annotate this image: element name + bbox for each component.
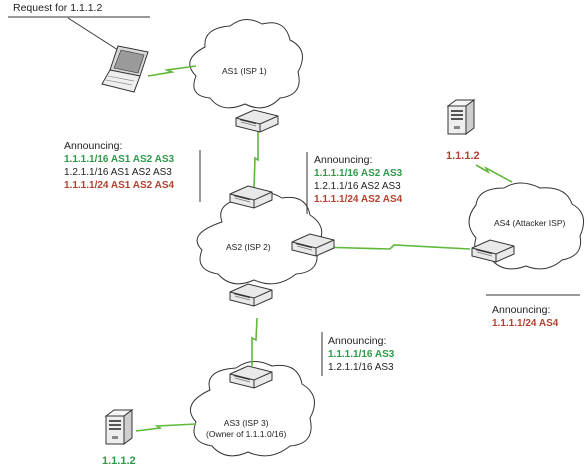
attacker-server-ip: 1.1.1.2 [446,150,480,162]
attacker-server-icon [447,99,475,135]
announce-route-hijack: 1.1.1.1/24 AS2 AS4 [314,194,403,205]
as3-label-line1: AS3 (ISP 3) [223,418,269,428]
as1-cloud [189,19,303,109]
announce-route-hijack: 1.1.1.1/24 AS4 [492,318,559,329]
as1-label: AS1 (ISP 1) [222,66,267,76]
as2-label: AS2 (ISP 2) [226,242,271,252]
as3-cloud [189,361,315,457]
request-label: Request for 1.1.1.2 [13,2,103,14]
announce-header: Announcing: [64,140,123,152]
announce-route-legit: 1.1.1.1/16 AS2 AS3 [314,168,403,179]
announce-route: 1.2.1.1/16 AS1 AS2 AS3 [64,167,172,178]
as4-label: AS4 (Attacker ISP) [494,218,566,228]
announce-route-hijack: 1.1.1.1/24 AS1 AS2 AS4 [64,180,175,191]
announce-header: Announcing: [328,335,387,347]
laptop-icon [101,45,149,93]
announce-block-as1: Announcing: 1.1.1.1/16 AS1 AS2 AS3 1.2.1… [64,140,174,192]
network-links [135,65,513,432]
owner-server-ip: 1.1.1.2 [102,455,136,467]
announce-block-as4: Announcing: 1.1.1.1/24 AS4 [492,304,558,330]
announce-header: Announcing: [314,154,373,166]
announce-header: Announcing: [492,304,551,316]
announce-route: 1.2.1.1/16 AS2 AS3 [314,181,401,192]
announce-block-as2: Announcing: 1.1.1.1/16 AS2 AS3 1.2.1.1/1… [314,154,402,206]
as2-router-bottom-icon [229,283,273,307]
request-pointer-line [67,17,119,51]
announce-block-as3: Announcing: 1.1.1.1/16 AS3 1.2.1.1/16 AS… [328,335,394,374]
announce-route-legit: 1.1.1.1/16 AS3 [328,349,395,360]
announce-route-legit: 1.1.1.1/16 AS1 AS2 AS3 [64,154,175,165]
as1-router-icon [235,109,279,133]
announce-route: 1.2.1.1/16 AS3 [328,362,394,373]
as3-label-line2: (Owner of 1.1.1.0/16) [206,429,287,439]
as3-label: AS3 (ISP 3) (Owner of 1.1.1.0/16) [206,418,286,440]
owner-server-icon [105,409,133,445]
